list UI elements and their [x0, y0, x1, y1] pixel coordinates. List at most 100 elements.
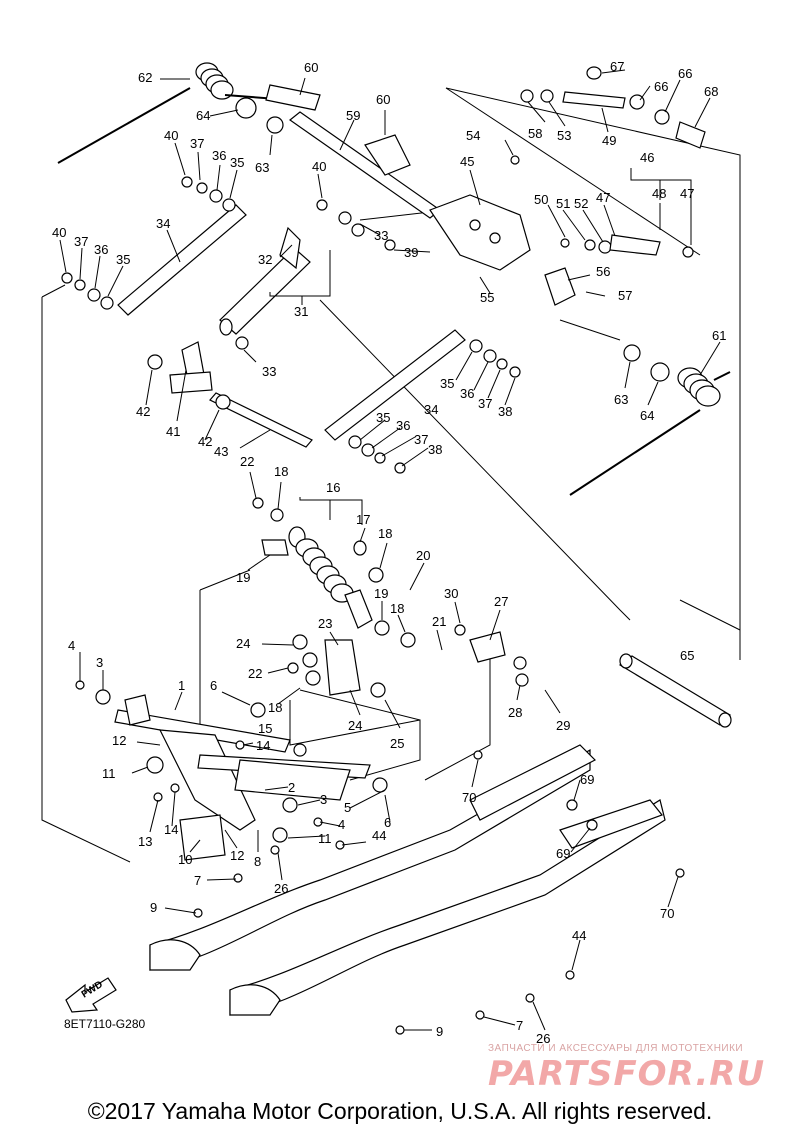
hardware-parts	[61, 66, 706, 1035]
callout-63: 63	[255, 160, 269, 175]
callout-9: 9	[436, 1024, 443, 1039]
callout-3: 3	[96, 655, 103, 670]
callout-27: 27	[494, 594, 508, 609]
callout-49: 49	[602, 133, 616, 148]
callout-24: 24	[236, 636, 250, 651]
callout-34: 34	[424, 402, 438, 417]
callout-36: 36	[396, 418, 410, 433]
slide-rail-left	[149, 744, 597, 971]
diagram-code: 8ET7110-G280	[64, 1017, 146, 1031]
callout-58: 58	[528, 126, 542, 141]
rear-scissor-link-27	[469, 631, 506, 663]
callout-70: 70	[462, 790, 476, 805]
callout-33: 33	[374, 228, 388, 243]
callout-12: 12	[230, 848, 244, 863]
callout-5: 5	[344, 800, 351, 815]
callout-57: 57	[618, 288, 632, 303]
callout-1: 1	[178, 678, 185, 693]
callout-40: 40	[312, 159, 326, 174]
callout-48: 48	[652, 186, 666, 201]
callout-28: 28	[508, 705, 522, 720]
callout-52: 52	[574, 196, 588, 211]
callout-24: 24	[348, 718, 362, 733]
torsion-spring-rear-left	[57, 62, 291, 164]
callout-59: 59	[346, 108, 360, 123]
callout-23: 23	[318, 616, 332, 631]
callout-18: 18	[378, 526, 392, 541]
callout-42: 42	[198, 434, 212, 449]
callout-4: 4	[68, 638, 75, 653]
callout-37: 37	[74, 234, 88, 249]
callout-63: 63	[614, 392, 628, 407]
callout-32: 32	[258, 252, 272, 267]
callout-64: 64	[196, 108, 210, 123]
callout-61: 61	[712, 328, 726, 343]
copyright-footer: ©2017 Yamaha Motor Corporation, U.S.A. A…	[87, 1098, 713, 1124]
callout-18: 18	[268, 700, 282, 715]
watermark-brand-logo: PARTSFOR.RU	[488, 1054, 766, 1094]
callout-7: 7	[194, 873, 201, 888]
callout-70: 70	[660, 906, 674, 921]
callout-34: 34	[156, 216, 170, 231]
front-cross-shaft-43	[209, 392, 313, 448]
callout-22: 22	[248, 666, 262, 681]
callout-26: 26	[536, 1031, 550, 1046]
callout-37: 37	[478, 396, 492, 411]
callout-68: 68	[704, 84, 718, 99]
callout-41: 41	[166, 424, 180, 439]
callout-30: 30	[444, 586, 458, 601]
callout-47: 47	[596, 190, 610, 205]
callout-69: 69	[580, 772, 594, 787]
callout-35: 35	[440, 376, 454, 391]
callout-16: 16	[326, 480, 340, 495]
forward-arrow: FWD	[65, 977, 117, 1013]
callout-6: 6	[384, 815, 391, 830]
callout-53: 53	[557, 128, 571, 143]
callout-54: 54	[466, 128, 480, 143]
callout-38: 38	[428, 442, 442, 457]
long-shaft-65	[618, 653, 732, 728]
callout-2: 2	[288, 780, 295, 795]
callout-12: 12	[112, 733, 126, 748]
callout-8: 8	[254, 854, 261, 869]
callout-35: 35	[230, 155, 244, 170]
link-rod-upper	[117, 204, 466, 441]
callout-11: 11	[102, 766, 116, 781]
callout-14: 14	[164, 822, 178, 837]
callout-42: 42	[136, 404, 150, 419]
callout-45: 45	[460, 154, 474, 169]
shock-mount-plate-23	[324, 639, 361, 696]
callout-37: 37	[414, 432, 428, 447]
callout-leader-lines	[59, 69, 721, 1031]
callout-39: 39	[404, 245, 418, 260]
slide-rail-right	[229, 799, 666, 1016]
center-shock-absorber	[288, 526, 373, 629]
callout-3: 3	[320, 792, 327, 807]
callout-40: 40	[164, 128, 178, 143]
callout-17: 17	[356, 512, 370, 527]
callout-43: 43	[214, 444, 228, 459]
callout-35: 35	[376, 410, 390, 425]
callout-18: 18	[390, 601, 404, 616]
shock-absorber-upper	[219, 226, 311, 336]
callout-19: 19	[374, 586, 388, 601]
callout-13: 13	[138, 834, 152, 849]
rear-arm-bracket	[429, 194, 576, 306]
callout-11: 11	[318, 831, 332, 846]
callout-31: 31	[294, 304, 308, 319]
callout-44: 44	[572, 928, 586, 943]
callout-18: 18	[274, 464, 288, 479]
callout-33: 33	[262, 364, 276, 379]
assembly-outline-lines	[41, 87, 741, 863]
callout-19: 19	[236, 570, 250, 585]
callout-14: 14	[256, 738, 270, 753]
callout-51: 51	[556, 196, 570, 211]
callout-15: 15	[258, 721, 272, 736]
callout-35: 35	[116, 252, 130, 267]
rear-arm-shaft	[265, 84, 442, 219]
callout-65: 65	[680, 648, 694, 663]
callout-36: 36	[212, 148, 226, 163]
callout-47: 47	[680, 186, 694, 201]
